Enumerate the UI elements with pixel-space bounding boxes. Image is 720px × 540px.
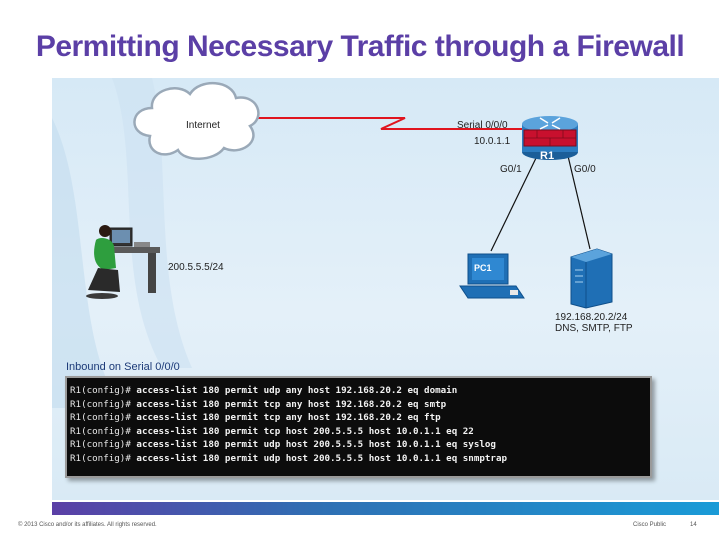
g01-label: G0/1 — [500, 164, 522, 175]
cli-command: access-list 180 permit udp host 200.5.5.… — [136, 439, 496, 450]
cli-prompt: R1(config)# — [70, 412, 131, 423]
cli-prompt: R1(config)# — [70, 452, 131, 464]
cli-terminal: R1(config)# access-list 180 permit udp a… — [65, 376, 652, 478]
server-services-label: DNS, SMTP, FTP — [555, 323, 633, 334]
inbound-label: Inbound on Serial 0/0/0 — [66, 361, 180, 373]
cli-command: access-list 180 permit tcp any host 192.… — [136, 398, 447, 410]
cli-command: access-list 180 permit tcp any host 192.… — [136, 412, 441, 423]
cli-command: access-list 180 permit udp host 200.5.5.… — [136, 452, 508, 464]
cli-command: access-list 180 permit udp any host 192.… — [136, 385, 458, 396]
cli-line: R1(config)# access-list 180 permit udp h… — [70, 452, 650, 466]
pc-label: PC1 — [474, 263, 492, 273]
page-number: 14 — [690, 522, 697, 528]
slide-title: Permitting Necessary Traffic through a F… — [35, 30, 685, 63]
server-ip-label: 192.168.20.2/24 — [555, 312, 628, 323]
g00-label: G0/0 — [574, 164, 596, 175]
pc-icon — [459, 253, 525, 299]
server-icon — [570, 248, 613, 309]
external-user-icon — [86, 225, 160, 299]
cli-line: R1(config)# access-list 180 permit tcp h… — [70, 425, 650, 439]
link-g01-pc1 — [490, 155, 538, 252]
serial-interface-label: Serial 0/0/0 — [457, 120, 508, 131]
internet-cloud-icon — [133, 81, 260, 160]
background-swoosh — [52, 78, 192, 408]
link-g00-server — [567, 155, 591, 250]
link-r1-host — [160, 146, 228, 240]
copyright-text: © 2013 Cisco and/or its affiliates. All … — [18, 522, 157, 528]
cli-prompt: R1(config)# — [70, 439, 131, 450]
classification-text: Cisco Public — [633, 522, 667, 528]
serial-link — [247, 117, 548, 130]
cli-command: access-list 180 permit tcp host 200.5.5.… — [136, 425, 474, 437]
cli-line: R1(config)# access-list 180 permit udp a… — [70, 384, 650, 398]
router-icon — [522, 116, 578, 160]
cli-prompt: R1(config)# — [70, 398, 131, 410]
internet-label: Internet — [186, 120, 220, 131]
cli-line: R1(config)# access-list 180 permit tcp a… — [70, 398, 650, 412]
cli-line: R1(config)# access-list 180 permit udp h… — [70, 438, 650, 452]
router-name-label: R1 — [540, 150, 555, 162]
serial-ip-label: 10.0.1.1 — [474, 136, 511, 147]
footer-bar — [52, 502, 719, 515]
cli-prompt: R1(config)# — [70, 385, 131, 396]
external-host-ip: 200.5.5.5/24 — [168, 262, 224, 273]
cli-line: R1(config)# access-list 180 permit tcp a… — [70, 411, 650, 425]
cli-prompt: R1(config)# — [70, 425, 131, 437]
